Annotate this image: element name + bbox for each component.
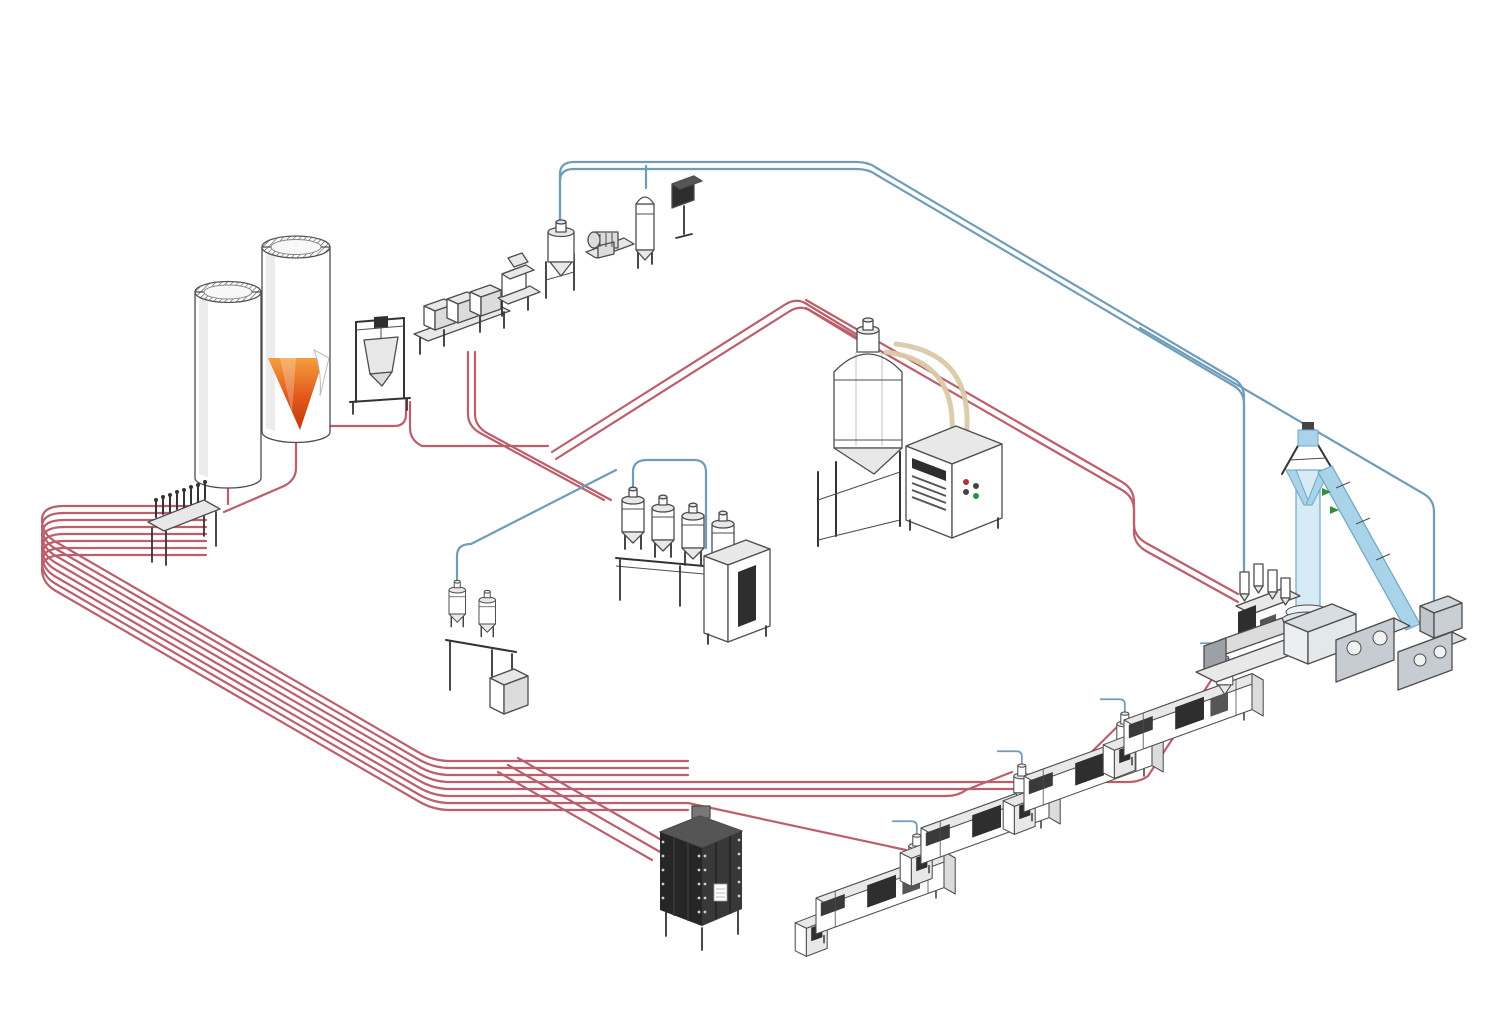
drying-station-cabinet — [703, 539, 771, 645]
mixing-dosing-station — [445, 579, 529, 715]
discharge-cone — [268, 358, 324, 430]
trolley — [374, 316, 388, 328]
storage-silo-1 — [194, 280, 262, 489]
dosing-hopper — [478, 589, 497, 638]
stations — [147, 175, 1467, 958]
flange-bolts — [661, 838, 741, 914]
storage-box — [489, 668, 529, 715]
central-drying-system — [817, 317, 1003, 547]
winder-roller — [1433, 645, 1447, 659]
control-knob — [963, 489, 969, 495]
vacuum-pump-unit — [585, 231, 635, 259]
hopper-loader-unit — [545, 219, 575, 299]
status-light-red — [963, 479, 969, 485]
central-drying-hopper — [833, 353, 903, 449]
black-material-hopper — [659, 805, 743, 951]
status-light-green — [973, 493, 979, 499]
octabin-box-station — [413, 284, 511, 355]
drying-hopper — [621, 486, 645, 550]
vent-panel — [912, 458, 946, 481]
cabinet-slot — [738, 565, 756, 627]
dosing-unit — [497, 252, 541, 317]
winder-units — [1335, 595, 1467, 691]
winder-roller — [1346, 640, 1362, 656]
pipe-coupling-station — [147, 480, 221, 566]
big-bag — [363, 336, 399, 375]
flow-arrow — [1322, 488, 1331, 496]
coupling-pipes — [154, 480, 207, 518]
gravimetric-dosing-cluster — [1235, 563, 1301, 642]
winder-roller — [1372, 630, 1388, 646]
big-bag-unloading-station — [349, 316, 411, 415]
piping — [40, 160, 1436, 862]
vacuum-lines — [455, 160, 1436, 618]
dosing-hopper — [448, 579, 467, 628]
filter-column — [635, 196, 655, 269]
flow-arrow — [1330, 506, 1339, 514]
storage-silo-2 — [261, 235, 331, 444]
winder-roller — [1413, 653, 1427, 667]
hopper-loader-unit — [856, 317, 880, 353]
drying-hopper-station — [615, 486, 771, 645]
drying-hopper — [681, 502, 705, 566]
dryer-unit — [905, 425, 1003, 539]
control-panel-stand — [671, 175, 703, 239]
blown-film-line — [1195, 422, 1467, 691]
control-knob — [973, 483, 979, 489]
drying-hopper — [651, 494, 675, 558]
die-platform — [1283, 603, 1357, 665]
